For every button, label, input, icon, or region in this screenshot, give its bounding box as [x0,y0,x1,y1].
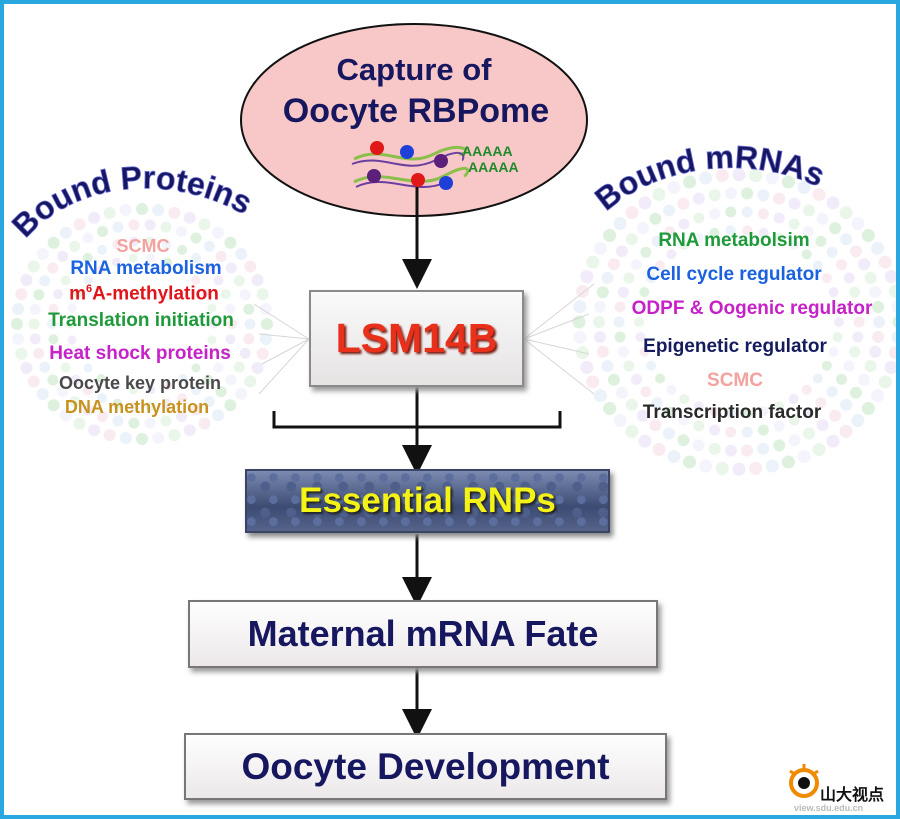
flow-arrows [272,187,562,739]
right-bubble-cloud [572,168,896,476]
oocyte-development-box: Oocyte Development [184,733,667,800]
capture-title-line1: Capture of [336,52,492,87]
bound-protein-item: DNA methylation [64,397,210,417]
watermark-url: view.sdu.edu.cn [794,803,864,813]
polya-tail-2: AAAAA [468,159,519,175]
bound-protein-item: Heat shock proteins [49,343,231,364]
maternal-mrna-fate-box: Maternal mRNA Fate [188,600,658,668]
left-bubble-cloud [11,203,273,445]
essential-rnps-box: Essential RNPs [245,469,610,533]
bound-protein-item: SCMC [116,236,170,256]
lsm14b-label: LSM14B [335,315,498,361]
watermark-cn: 山大视点 [820,787,885,804]
bound-protein-item: RNA metabolism [70,258,222,279]
bound-mrna-item: Epigenetic regulator [643,336,827,357]
oocyte-development-label: Oocyte Development [241,745,610,787]
lsm14b-box: LSM14B [309,290,524,387]
bound-mrna-item: Transcription factor [642,402,822,423]
rna-binding-dots-icon [367,141,453,190]
connector-rays [253,283,595,395]
bound-protein-item: m6A-methylation [69,283,219,305]
capture-ellipse [240,23,588,217]
bound-mrna-item: RNA metabolsim [658,230,810,251]
watermark: 山大视点 view.sdu.edu.cn [784,761,892,813]
maternal-mrna-fate-label: Maternal mRNA Fate [247,613,599,654]
decorative-bubbles: Bound Proteins Bound mRNAs [4,23,896,739]
bound-mrna-item: Cell cycle regulator [646,264,822,285]
bound-mrna-item: ODPF & Oogenic regulator [631,298,873,319]
bound-protein-item: Oocyte key protein [58,373,222,393]
bound-protein-item: Translation initiation [48,310,234,331]
capture-title-line2: Oocyte RBPome [282,92,550,130]
essential-rnps-label: Essential RNPs [299,481,556,520]
eye-logo-icon [789,764,819,798]
polya-tail-1: AAAAA [462,143,513,159]
bound-mrna-item: SCMC [707,370,763,391]
